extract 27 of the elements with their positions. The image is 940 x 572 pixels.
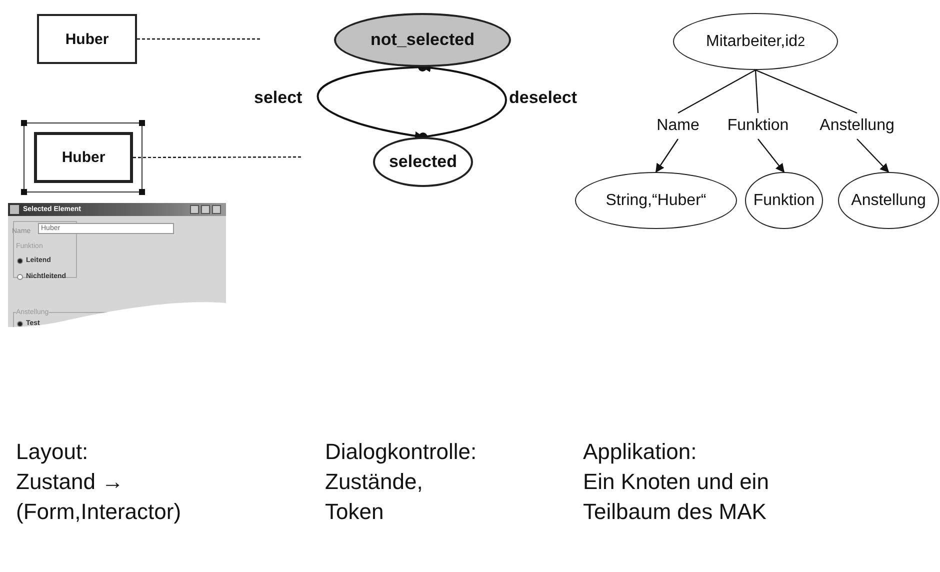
- caption-text: Dialogkontrolle:: [325, 438, 477, 466]
- caption-text: Teilbaum des MAK: [583, 498, 766, 526]
- connector-line: [678, 69, 756, 114]
- dashed-line: [137, 38, 262, 40]
- tree-node-ellipse: Anstellung: [838, 172, 939, 229]
- connector-line: [755, 69, 858, 114]
- caption-text: Applikation:: [583, 438, 697, 466]
- state-ellipse: not_selected: [334, 13, 511, 67]
- tree-node-ellipse: String,“Huber“: [575, 172, 737, 229]
- dashed-line: [133, 156, 302, 158]
- tree-node-ellipse: Funktion: [745, 172, 823, 229]
- caption-text: Ein Knoten und ein: [583, 468, 769, 496]
- connector-line: [754, 70, 759, 114]
- caption-text: Token: [325, 498, 384, 526]
- caption-text: (Form,Interactor): [16, 498, 182, 526]
- transition-arrow: [656, 138, 678, 173]
- transition-arrow: [758, 138, 785, 173]
- attribute-label: Name: [650, 113, 706, 139]
- attribute-label: Funktion: [716, 113, 800, 139]
- caption-text: Layout:: [16, 438, 88, 466]
- caption-text: Zustände,: [325, 468, 423, 496]
- text-box: Huber: [37, 14, 137, 64]
- transition-arrow: [856, 138, 890, 173]
- state-ellipse: selected: [373, 137, 473, 187]
- caption-text: Zustand →: [16, 468, 124, 496]
- selected-text-box: Huber: [34, 132, 133, 183]
- attribute-label: Anstellung: [807, 113, 907, 139]
